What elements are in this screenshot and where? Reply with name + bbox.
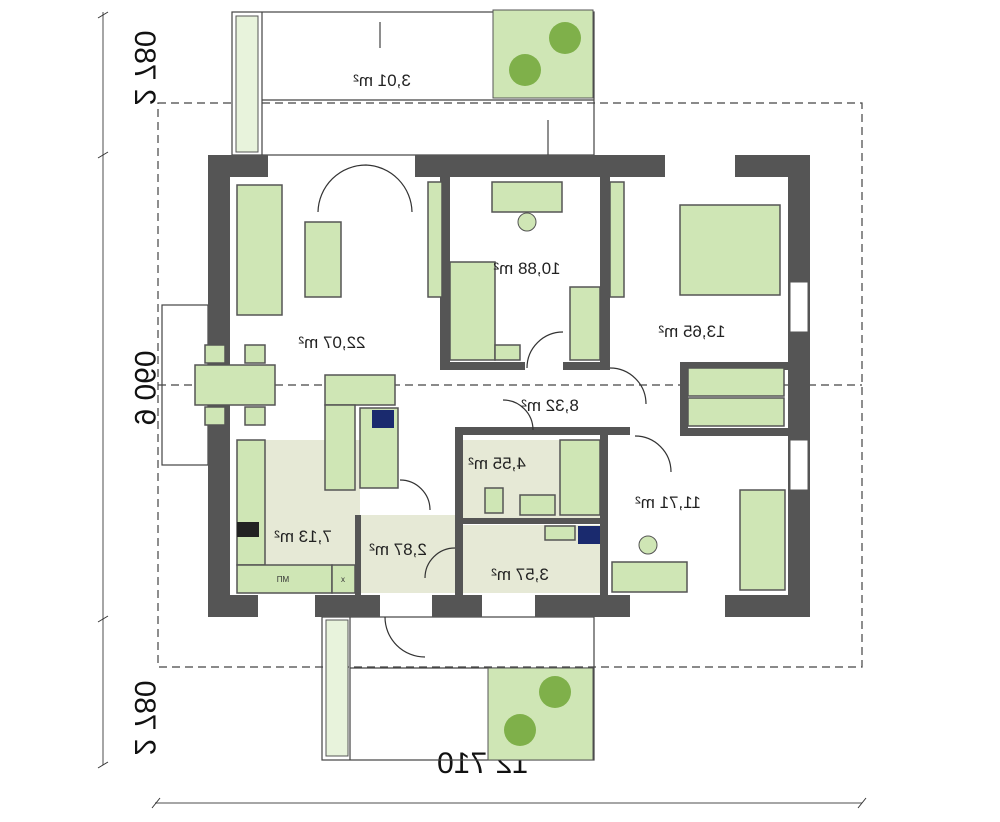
area-bedroom-3: 11,71 m² — [635, 493, 701, 512]
area-bedroom-1: 10,88 m² — [493, 259, 560, 278]
fridge-label: x — [341, 575, 345, 584]
coffee-table-icon — [304, 221, 342, 298]
fridge-icon — [331, 564, 356, 594]
dimension-top: 2 780 — [128, 30, 161, 105]
wardrobe-icon — [569, 286, 601, 361]
dishwasher-label: ПМ — [277, 575, 290, 584]
area-terrace-top: 3,01 m² — [353, 71, 411, 90]
walls — [208, 155, 810, 617]
dishwasher-icon — [236, 564, 333, 594]
bed-icon — [739, 489, 786, 591]
wardrobe-icon — [687, 367, 785, 397]
dimension-bottom: 2 780 — [128, 680, 161, 755]
area-vestibule: 2,87 m² — [369, 540, 427, 559]
furniture: ПМ x — [194, 181, 786, 594]
double-bed-icon — [679, 204, 781, 296]
bathtub-icon — [559, 439, 601, 516]
sink-icon — [519, 494, 556, 516]
bed-icon — [449, 261, 496, 361]
area-bedroom-2: 13,65 m² — [658, 322, 725, 341]
terrace-top — [231, 9, 595, 156]
planter-icon — [492, 9, 594, 99]
terrace-bottom — [321, 616, 595, 761]
area-utility: 3,57 m² — [491, 565, 549, 584]
washer-icon — [544, 525, 576, 541]
dimension-middle: 9 060 — [128, 350, 161, 425]
toilet-icon — [484, 487, 504, 514]
area-kitchen: 7,13 m² — [274, 527, 332, 546]
doors — [317, 164, 672, 658]
desk-icon — [491, 181, 563, 213]
area-living-room: 22,07 m² — [298, 333, 365, 352]
dining-table-icon — [194, 364, 276, 406]
desk-icon — [611, 561, 688, 593]
area-hallway: 8,32 m² — [521, 396, 579, 415]
dimension-lines — [97, 11, 867, 809]
area-bathroom: 4,55 m² — [468, 454, 526, 473]
planter-icon — [487, 667, 594, 761]
sofa-icon — [236, 184, 283, 316]
